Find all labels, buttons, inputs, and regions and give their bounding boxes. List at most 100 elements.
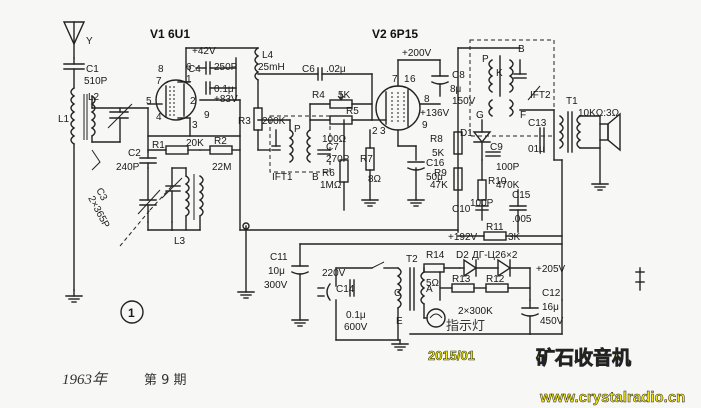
resistor-r10 (477, 179, 487, 201)
label-r8-value: 5K (432, 148, 445, 159)
pin-v1-9: 9 (204, 110, 210, 121)
label-c7: C7 (326, 142, 339, 153)
pin-v2-3: 3 (380, 126, 386, 137)
label-r14: R14 (426, 250, 445, 261)
label-r11-value: 3K (508, 232, 521, 243)
pin-v2-6: 6 (410, 74, 416, 85)
pin-v2-2: 2 (372, 126, 378, 137)
label-v-205: +205V (536, 264, 566, 275)
capacitor-c1 (63, 57, 85, 89)
label-r12: R12 (486, 274, 505, 285)
band-switch (91, 149, 101, 171)
transformer-ift1 (269, 115, 331, 173)
pin-v1-3: 3 (192, 120, 198, 131)
label-v-42: +42V (192, 46, 216, 57)
label-r4: R4 (312, 90, 325, 101)
node-b1: B (312, 172, 319, 183)
ground-symbol-c16 (407, 199, 425, 207)
label-c11: C11 (270, 252, 288, 263)
capacitor-c14 (349, 279, 355, 297)
tube-v1 (155, 79, 197, 121)
figure-number-circle (120, 300, 144, 324)
label-c7-value: 270P (326, 154, 350, 165)
label-r4-value: 5K (338, 90, 351, 101)
label-r8: R8 (430, 134, 443, 145)
label-c3-value: 2×365P (85, 194, 111, 230)
label-r6-value: 1MΩ (320, 180, 342, 191)
label-l4: L4 (262, 50, 274, 61)
ground-symbol-left (65, 295, 83, 303)
resistor-r12 (485, 283, 509, 293)
pin-v1-8: 8 (158, 64, 164, 75)
label-c16: C16 (426, 158, 445, 169)
label-c11-value: 10μ (268, 266, 285, 277)
label-r2: R2 (214, 136, 227, 147)
label-c15-value: .005 (512, 214, 532, 225)
capacitor-c3 (119, 167, 173, 247)
resistor-r8 (453, 131, 463, 155)
label-mains: 220V (322, 268, 346, 279)
label-r3: R3 (238, 116, 251, 127)
capacitor-c2 (139, 151, 157, 169)
label-c10-value: 100P (470, 198, 494, 209)
label-r7: R7 (360, 154, 373, 165)
resistor-r2 (199, 145, 241, 155)
speaker-icon (599, 112, 621, 152)
label-c12-value: 16μ (542, 302, 559, 313)
label-c13: C13 (528, 118, 547, 129)
node-b2: B (518, 44, 525, 55)
resistor-r13 (451, 283, 475, 293)
node-e: E (396, 316, 403, 327)
label-r9-value: 47K (430, 180, 448, 191)
label-c1: C1 (86, 64, 99, 75)
power-switch (371, 261, 385, 269)
label-r14-value: 5Ω (426, 278, 440, 289)
coil-l1 (70, 87, 76, 291)
label-c13-value: 01μ (528, 144, 545, 155)
label-t2: T2 (406, 254, 418, 265)
indicator-lamp-icon (426, 308, 446, 328)
label-r9: R9 (434, 168, 447, 179)
label-d1: D1 (460, 128, 473, 139)
pin-v1-5: 5 (146, 96, 152, 107)
resistor-r14 (423, 263, 445, 273)
label-r11: R11 (486, 222, 504, 233)
transformer-t1 (558, 111, 582, 153)
label-r3-value: 200K (262, 116, 286, 127)
figure-number: 1 (128, 306, 135, 320)
capacitor-c16 (407, 161, 425, 201)
capacitor-c15 (509, 189, 527, 233)
label-r13: R13 (452, 274, 471, 285)
ground-symbol-mid (237, 291, 255, 299)
capacitor-c9 (485, 151, 501, 157)
antenna-symbol (62, 21, 86, 59)
pin-v1-4: 4 (156, 112, 162, 123)
watermark-date: 2015/01 (428, 348, 475, 363)
ground-symbol-r7 (361, 199, 379, 207)
capacitor-c11 (291, 243, 309, 321)
label-c1-value: 510P (84, 76, 108, 87)
ground-symbol-c11 (291, 319, 309, 327)
label-l2: L2 (88, 92, 100, 103)
label-r1-value: 20K (186, 138, 204, 149)
osc-trimmer (161, 167, 183, 223)
label-c8-value: 8μ (450, 84, 462, 95)
label-c14-voltage: 600V (344, 322, 368, 333)
node-p2: P (482, 54, 489, 65)
label-t1-value: 10KΩ:3Ω (578, 108, 620, 119)
label-v-200: +200V (402, 48, 432, 59)
pin-v1-2: 2 (190, 96, 196, 107)
pin-v1-6: 6 (186, 62, 192, 73)
label-d2-type: ДГ-Ц26×2 (472, 250, 518, 261)
capacitor-c12 (521, 299, 539, 335)
label-c9: C9 (490, 142, 503, 153)
transformer-ift2 (469, 39, 555, 137)
coil-l2 (83, 94, 96, 143)
node-a: A (426, 284, 433, 295)
label-r1: R1 (152, 140, 165, 151)
label-antenna: Y (86, 36, 93, 47)
pin-v1-7: 7 (156, 76, 162, 87)
label-indicator-lamp: 指示灯 (446, 319, 485, 334)
resistor-r11 (483, 231, 507, 241)
